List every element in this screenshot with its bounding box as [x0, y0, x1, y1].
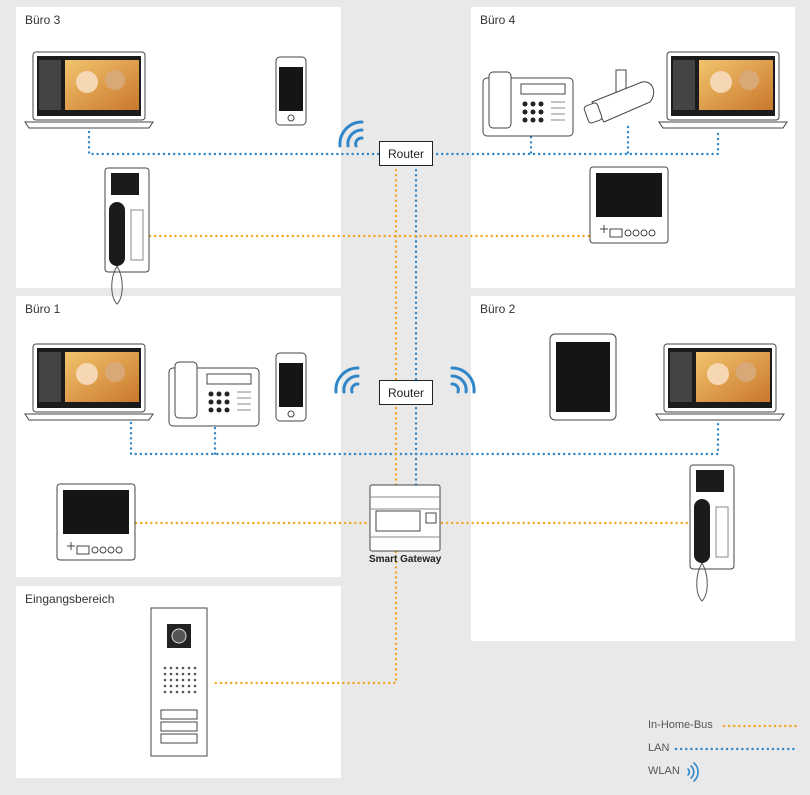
lan-line-buero3	[87, 130, 382, 156]
area-title-buero3: Büro 3	[25, 13, 61, 27]
area-title-buero4: Büro 4	[480, 13, 516, 27]
desk-phone-icon	[482, 71, 574, 137]
laptop-icon	[24, 51, 154, 129]
intercom-handset-icon	[104, 167, 150, 305]
desk-phone-icon	[168, 361, 260, 427]
smartphone-icon	[275, 56, 307, 126]
gateway-device-icon	[369, 484, 441, 552]
area-title-buero2: Büro 2	[480, 302, 516, 316]
door-station-icon	[150, 607, 208, 757]
bus-lines	[134, 163, 692, 685]
wifi-icon	[687, 762, 699, 782]
intercom-handset-icon	[689, 464, 735, 602]
laptop-icon	[658, 51, 788, 129]
tablet-icon	[549, 333, 617, 421]
camera-icon	[583, 69, 655, 124]
legend-bus: In-Home-Bus	[648, 719, 713, 731]
indoor-monitor-icon	[56, 483, 136, 561]
router-top-label: Router	[387, 146, 425, 161]
legend-lan: LAN	[648, 742, 670, 754]
smartphone-icon	[275, 352, 307, 422]
laptop-icon	[655, 343, 785, 421]
bus-line-eingang	[209, 550, 398, 685]
lan-line-buero1-2	[129, 421, 720, 456]
area-title-eingang: Eingangsbereich	[25, 592, 115, 606]
wifi-icon	[334, 366, 360, 394]
router-bottom: Router	[379, 380, 433, 405]
indoor-monitor-icon	[589, 166, 669, 244]
gateway-label: Smart Gateway	[369, 554, 442, 565]
router-top: Router	[379, 141, 433, 166]
legend-swatches	[674, 724, 798, 751]
wifi-icon	[338, 120, 364, 148]
legend-wlan: WLAN	[648, 765, 680, 777]
laptop-icon	[24, 343, 154, 421]
area-title-buero1: Büro 1	[25, 302, 61, 316]
router-bottom-label: Router	[387, 385, 425, 400]
wifi-icon	[450, 366, 476, 394]
lan-line-buero4	[430, 130, 720, 156]
